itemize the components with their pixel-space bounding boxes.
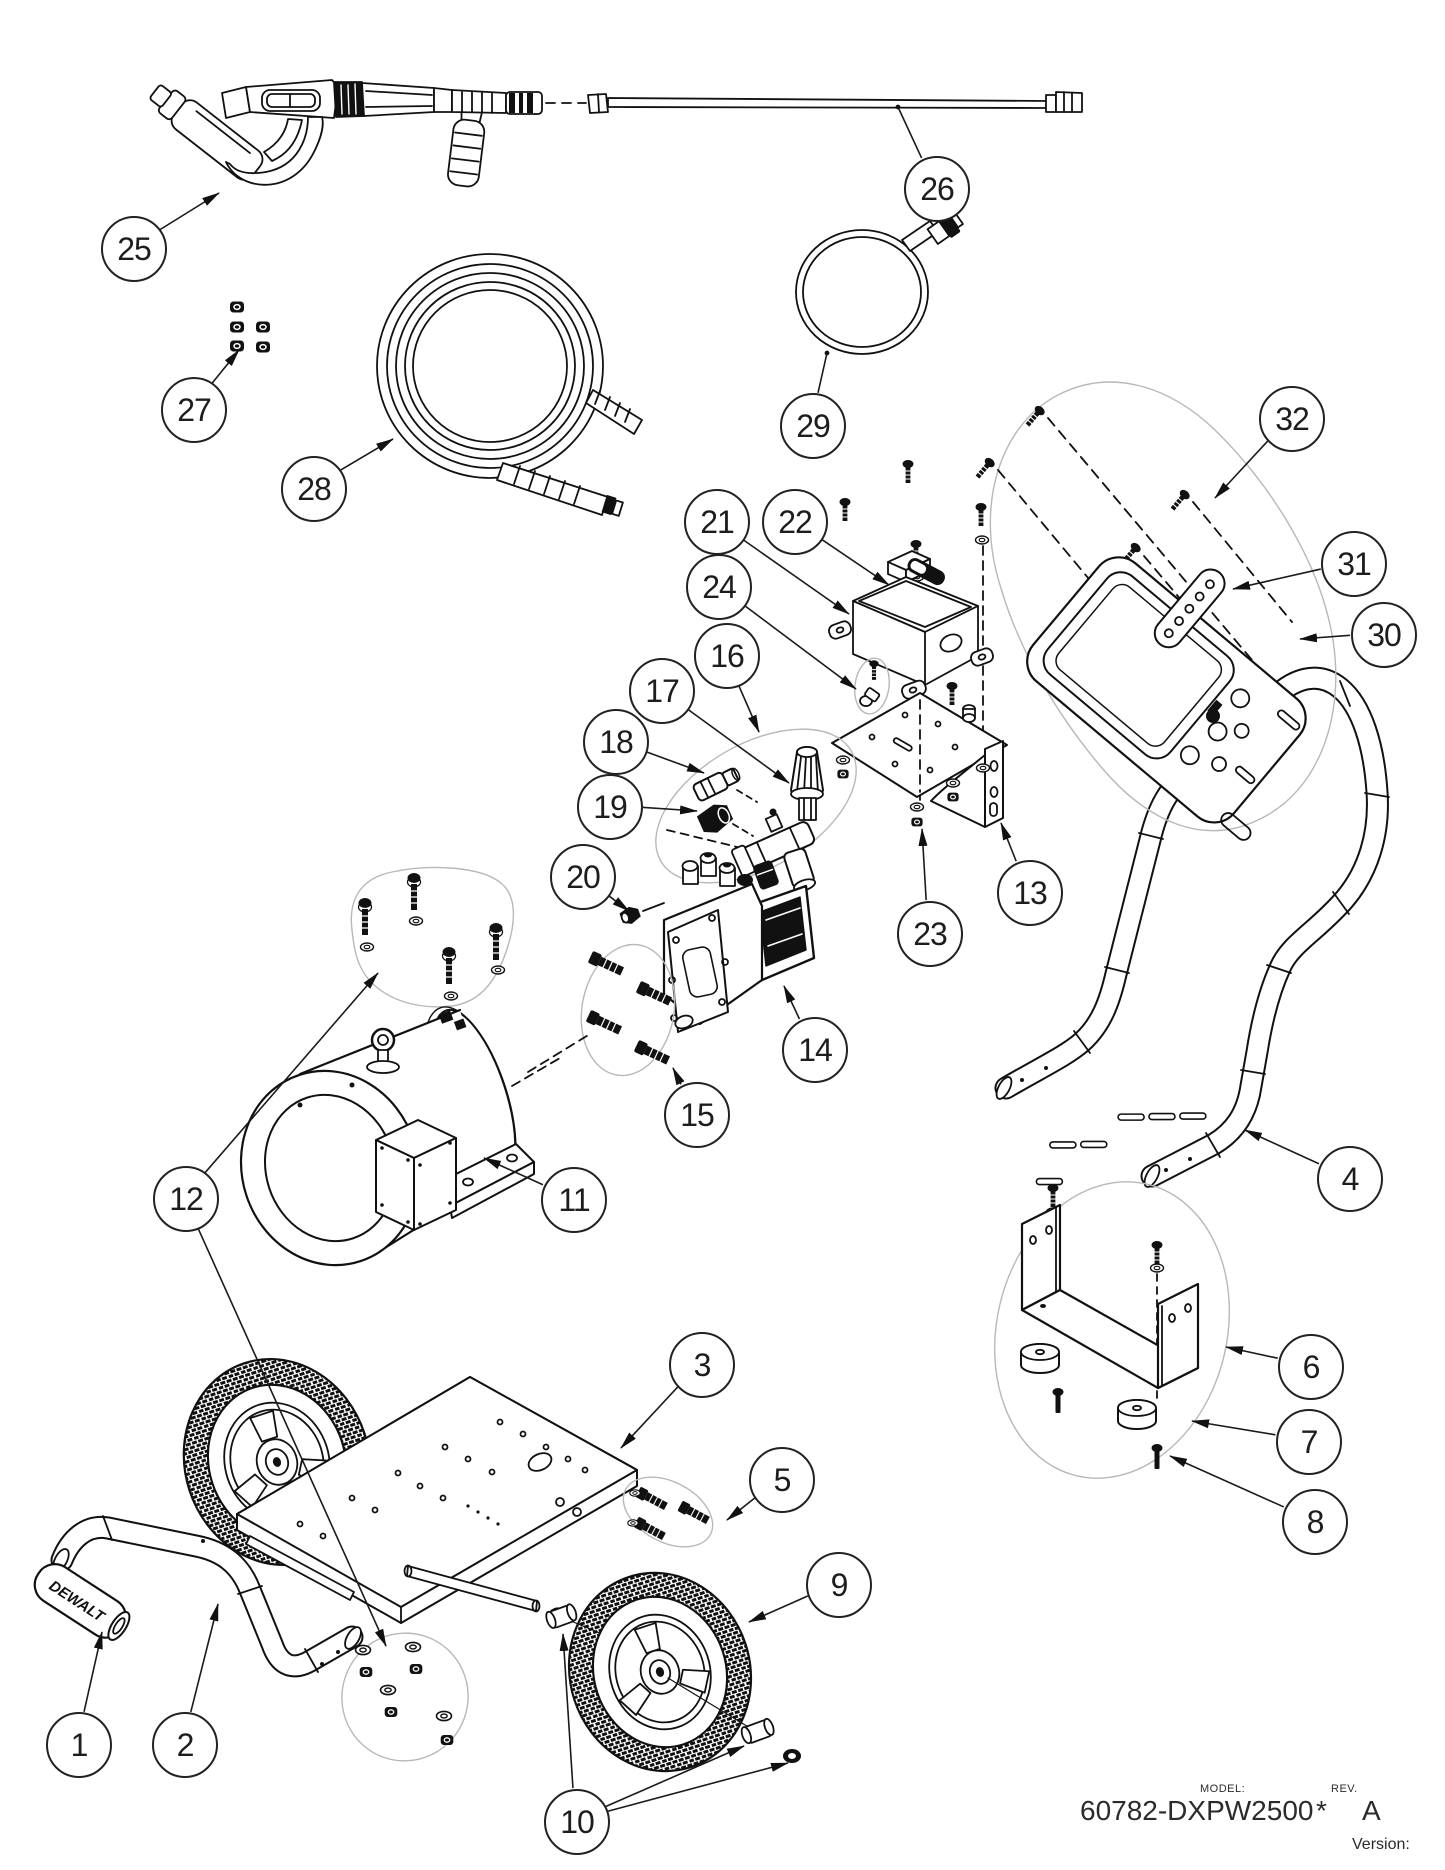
callout-11: 11 (541, 1167, 607, 1233)
leader-line-12 (204, 972, 379, 1174)
leader-line-3 (620, 1385, 679, 1449)
callout-5: 5 (749, 1447, 815, 1513)
leader-line-18 (643, 750, 705, 774)
leader-line-25 (158, 192, 220, 231)
control-box-assembly (828, 459, 994, 801)
model-number: 60782-DXPW2500 (1080, 1795, 1314, 1826)
leader-line-15 (672, 1067, 685, 1086)
callout-27: 27 (161, 377, 227, 443)
isolator-bracket-assembly (993, 1181, 1231, 1479)
unloader-valve-assembly (655, 728, 857, 892)
leader-line-8 (1169, 1455, 1285, 1508)
handle (994, 666, 1390, 1188)
leader-line-24 (742, 603, 857, 690)
leader-line-1 (83, 1631, 103, 1712)
callout-1: 1 (46, 1712, 112, 1778)
leader-line-7 (1191, 1419, 1276, 1436)
leader-line-2 (190, 1603, 219, 1713)
model-label: MODEL: (1200, 1783, 1246, 1795)
high-pressure-hose (376, 253, 643, 517)
model-asterisk: * (1316, 1795, 1327, 1826)
leader-line-9 (748, 1595, 809, 1623)
leader-line-27 (211, 349, 240, 384)
callout-18: 18 (583, 709, 649, 775)
callout-3: 3 (669, 1332, 735, 1398)
callout-22: 22 (762, 489, 828, 555)
plate-fastener-group (341, 1632, 469, 1762)
leader-line-22 (819, 537, 890, 586)
callout-21: 21 (684, 489, 750, 555)
leader-line-29 (817, 350, 830, 393)
callout-29: 29 (780, 393, 846, 459)
callout-23: 23 (897, 901, 963, 967)
callout-28: 28 (281, 456, 347, 522)
callout-25: 25 (101, 216, 167, 282)
foot-handle: DEWALT (33, 1515, 364, 1678)
leader-line-20 (606, 893, 630, 912)
leader-line-28 (339, 438, 394, 472)
callout-17: 17 (629, 658, 695, 724)
callout-6: 6 (1278, 1334, 1344, 1400)
panel-assembly (972, 381, 1337, 841)
leader-line-10 (559, 1633, 574, 1789)
leader-line-5 (726, 1497, 756, 1521)
callout-31: 31 (1321, 531, 1387, 597)
leader-line-14 (783, 985, 801, 1020)
right-wheel-group (545, 1571, 801, 1773)
callout-15: 15 (664, 1082, 730, 1148)
leader-line-11 (483, 1157, 544, 1186)
callout-24: 24 (686, 554, 752, 620)
base-plate (236, 1112, 1207, 1653)
spray-gun (149, 79, 543, 188)
leader-line-16 (737, 683, 760, 733)
rev-label: REV. (1331, 1783, 1358, 1795)
leader-line-12 (196, 1225, 387, 1647)
callout-16: 16 (694, 623, 760, 689)
leader-line-30 (1299, 633, 1351, 643)
callout-2: 2 (152, 1712, 218, 1778)
callout-20: 20 (550, 844, 616, 910)
leader-line-10 (603, 1745, 745, 1808)
leader-line-21 (740, 537, 850, 615)
leader-line-32 (1214, 439, 1269, 499)
callout-19: 19 (577, 774, 643, 840)
rev-value: A (1362, 1795, 1381, 1826)
callout-14: 14 (782, 1017, 848, 1083)
callout-30: 30 (1351, 602, 1417, 668)
callout-8: 8 (1282, 1489, 1348, 1555)
callout-32: 32 (1259, 386, 1325, 452)
leader-line-13 (1000, 822, 1017, 862)
pump-assembly (527, 852, 816, 1077)
leader-line-10 (605, 1762, 789, 1813)
version-label: Version: (1352, 1836, 1410, 1853)
lance-wand (545, 91, 1083, 114)
callout-10: 10 (544, 1789, 610, 1855)
callout-12: 12 (153, 1166, 219, 1232)
mounting-plate-assembly (831, 681, 1008, 828)
leader-line-17 (685, 707, 790, 784)
callout-26: 26 (904, 156, 970, 222)
callout-13: 13 (997, 860, 1063, 926)
leader-line-26 (895, 104, 923, 159)
callout-4: 4 (1317, 1146, 1383, 1212)
leader-line-4 (1244, 1129, 1320, 1165)
callout-7: 7 (1276, 1409, 1342, 1475)
leader-line-19 (639, 805, 698, 815)
leader-line-23 (918, 828, 928, 901)
motor (239, 866, 561, 1267)
leader-line-31 (1232, 568, 1321, 590)
leader-line-6 (1225, 1346, 1278, 1359)
callout-9: 9 (806, 1552, 872, 1618)
